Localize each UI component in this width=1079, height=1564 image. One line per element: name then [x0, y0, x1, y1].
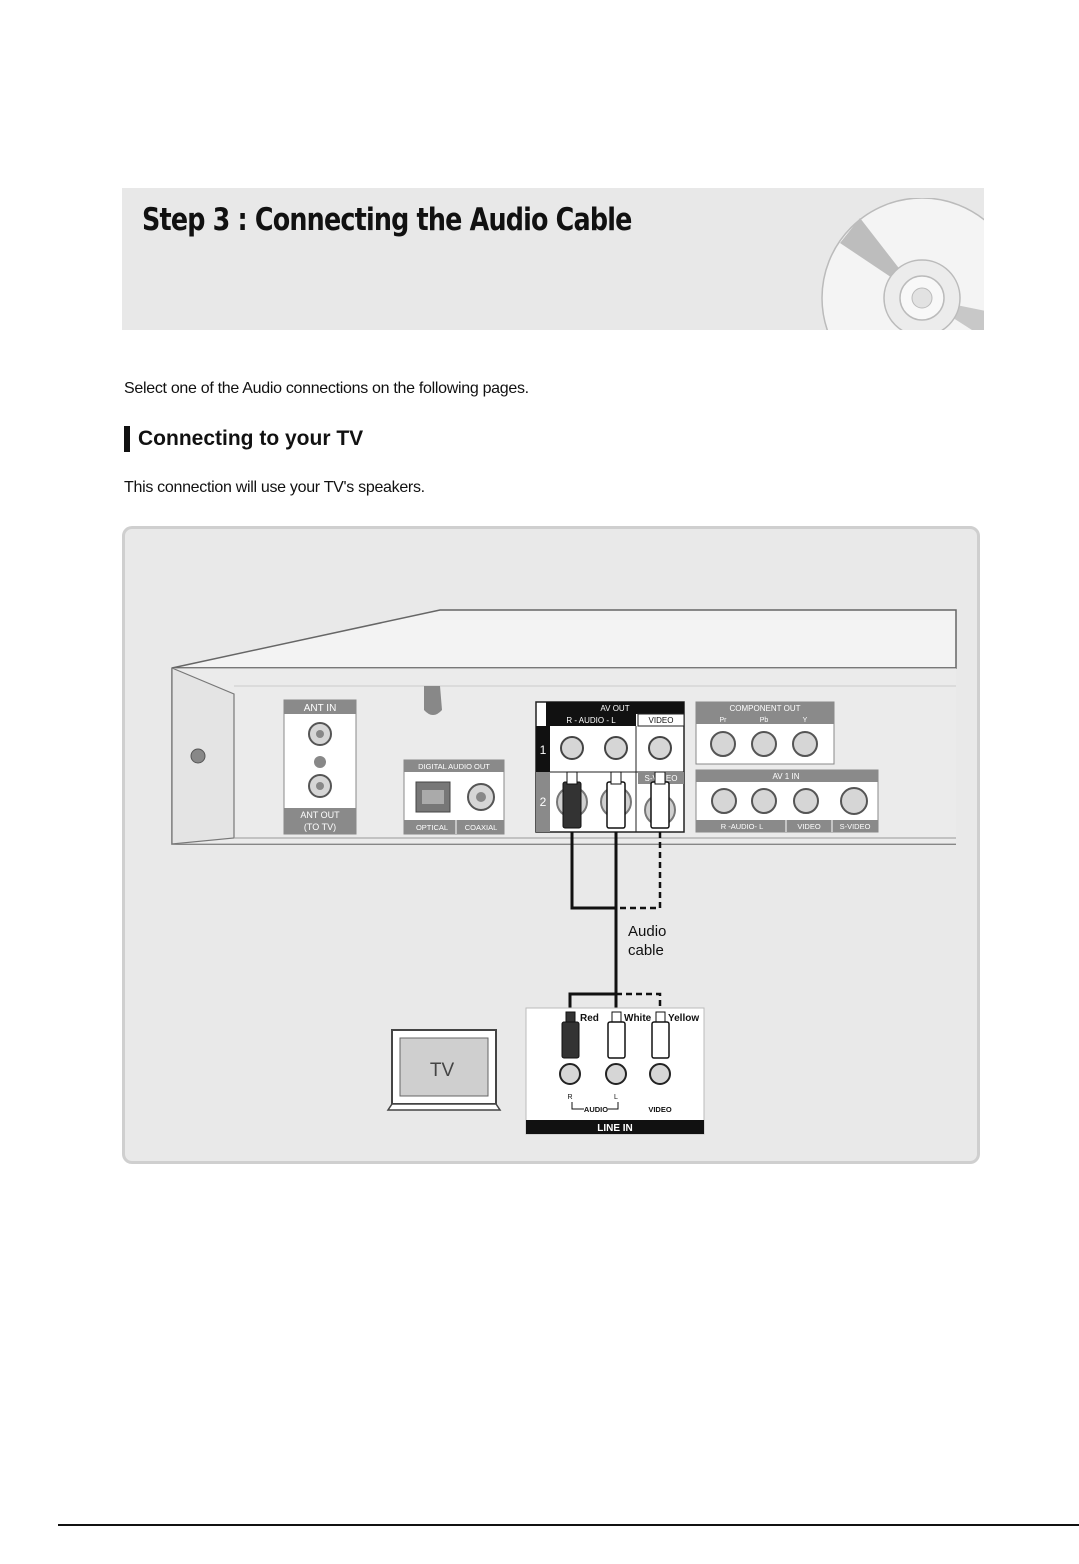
jack-video-label: VIDEO	[648, 1105, 672, 1114]
av1-audio-label: R -AUDIO- L	[721, 822, 764, 831]
plug-red-label: Red	[580, 1013, 599, 1024]
jack-l-label: L	[614, 1094, 618, 1101]
av1-svideo-jack	[840, 787, 868, 815]
intro-text: Select one of the Audio connections on t…	[124, 380, 529, 397]
section-marker	[124, 426, 130, 452]
cable-label-line-2: cable	[628, 942, 664, 959]
tv-icon: TV	[386, 1029, 502, 1111]
line-in-video-jack	[649, 1063, 671, 1085]
av1-in-label: AV 1 IN	[773, 772, 800, 781]
jack-audio-label: AUDIO	[584, 1105, 608, 1114]
digital-audio-out-label: DIGITAL AUDIO OUT	[418, 762, 490, 771]
cable-label-line-1: Audio	[628, 923, 666, 940]
comp-pr-jack	[710, 731, 736, 757]
connection-diagram: ANT IN ANT OUT (TO TV) DIGITAL AUDIO OUT…	[171, 609, 957, 1135]
ant-in-label: ANT IN	[304, 703, 337, 714]
header-band: Step 3 : Connecting the Audio Cable	[122, 188, 984, 330]
component-out-label: COMPONENT OUT	[730, 704, 801, 713]
footer-rule	[58, 1524, 1079, 1526]
av1-svideo-label: S-VIDEO	[840, 822, 871, 831]
row-2-label: 2	[540, 795, 547, 809]
line-in-label: LINE IN	[597, 1123, 633, 1134]
ant-out-label: ANT OUT	[300, 810, 340, 820]
comp-y-jack	[792, 731, 818, 757]
av-out-video-jack	[648, 736, 672, 760]
av1-in-panel: AV 1 IN R -AUDIO- L VIDEO S-VIDEO	[695, 769, 879, 833]
av-out-label: AV OUT	[600, 704, 629, 713]
line-in-l-jack	[605, 1063, 627, 1085]
line-in-r-jack	[559, 1063, 581, 1085]
component-out-panel: COMPONENT OUT Pr Pb Y	[695, 701, 835, 765]
comp-pb-jack	[751, 731, 777, 757]
comp-y-label: Y	[803, 717, 808, 724]
comp-pr-label: Pr	[720, 717, 728, 724]
ant-out-sub-label: (TO TV)	[304, 822, 336, 832]
page-title: Step 3 : Connecting the Audio Cable	[142, 202, 632, 238]
tv-label: TV	[430, 1060, 455, 1081]
av1-audio-r-jack	[711, 788, 737, 814]
line-in-panel: LINE IN Red White Yellow R L AUDIO VIDEO	[525, 1007, 705, 1135]
optical-label: OPTICAL	[416, 823, 448, 832]
av-out-audio-label: R - AUDIO - L	[566, 716, 616, 725]
av-out-video-label: VIDEO	[649, 716, 674, 725]
audio-cable	[562, 771, 670, 1010]
plug-white-label: White	[624, 1013, 652, 1024]
section-body-text: This connection will use your TV's speak…	[124, 479, 425, 496]
jack-r-label: R	[567, 1094, 572, 1101]
digital-audio-panel: DIGITAL AUDIO OUT OPTICAL COAXIAL	[403, 759, 505, 835]
av1-video-label: VIDEO	[797, 822, 821, 831]
section-heading-text: Connecting to your TV	[138, 427, 364, 450]
av-out-audio-r-jack	[560, 736, 584, 760]
av1-audio-l-jack	[751, 788, 777, 814]
comp-pb-label: Pb	[760, 717, 769, 724]
coaxial-label: COAXIAL	[465, 823, 498, 832]
ant-panel: ANT IN ANT OUT (TO TV)	[283, 699, 357, 835]
av1-video-jack	[793, 788, 819, 814]
disc-icon	[821, 198, 984, 330]
screw-icon	[190, 748, 206, 764]
section-heading: Connecting to your TV	[124, 426, 363, 452]
av-out-audio-l-jack	[604, 736, 628, 760]
plug-yellow-label: Yellow	[668, 1013, 699, 1024]
row-1-label: 1	[540, 743, 547, 757]
